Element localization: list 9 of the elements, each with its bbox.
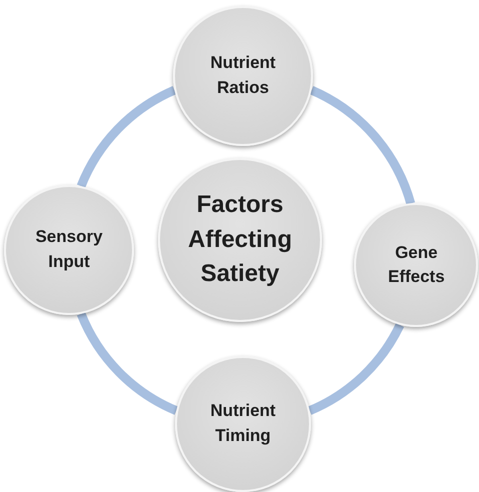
ring-arc-connector: [308, 322, 404, 415]
node-label: Factors Affecting Satiety: [187, 190, 293, 290]
ring-arc-connector: [77, 86, 176, 188]
node-label: Gene Effects: [386, 242, 446, 288]
node-label: Sensory Input: [34, 226, 104, 273]
node-label: Nutrient Timing: [209, 400, 277, 447]
node-label: Nutrient Ratios: [209, 52, 277, 99]
ring-arc-connector: [77, 312, 178, 415]
ring-arc-connector: [310, 86, 415, 205]
